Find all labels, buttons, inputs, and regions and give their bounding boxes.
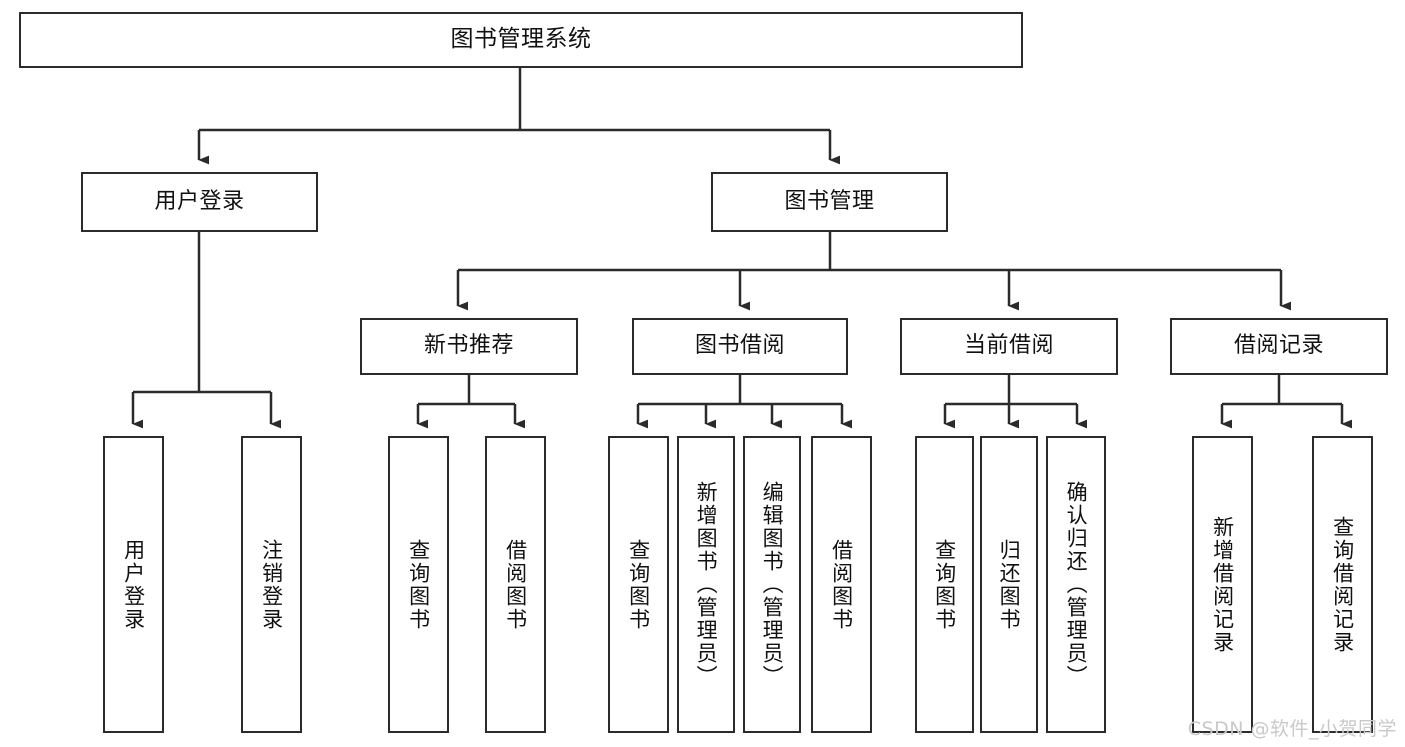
leaf-recommend-borrow-book[interactable]: 借阅图书 [485, 436, 546, 733]
node-label: 当前借阅 [963, 333, 1054, 359]
csdn-watermark: CSDN @软件_小贺同学 [1187, 718, 1397, 740]
leaf-borrow-query-book[interactable]: 查询图书 [608, 436, 669, 733]
leaf-current-confirm-return-admin[interactable]: 确认归还（管理员） [1046, 436, 1106, 733]
leaf-current-return-book[interactable]: 归还图书 [980, 436, 1038, 733]
node-book-borrow[interactable]: 图书借阅 [632, 318, 848, 375]
node-label: 用户登录 [121, 538, 146, 631]
node-label: 归还图书 [997, 538, 1022, 631]
node-borrow-record[interactable]: 借阅记录 [1170, 318, 1388, 375]
node-user-login[interactable]: 用户登录 [81, 172, 318, 232]
leaf-user-login-signout[interactable]: 注销登录 [241, 436, 302, 733]
node-label: 图书管理系统 [450, 26, 592, 53]
node-book-management[interactable]: 图书管理 [711, 172, 948, 232]
node-label: 新增图书（管理员） [694, 481, 719, 688]
leaf-borrow-borrow-book[interactable]: 借阅图书 [811, 436, 872, 733]
node-label: 查询借阅记录 [1330, 515, 1355, 654]
node-current-borrow[interactable]: 当前借阅 [900, 318, 1118, 375]
node-label: 查询图书 [406, 538, 431, 631]
node-label: 借阅图书 [829, 538, 854, 631]
node-label: 用户登录 [154, 188, 245, 214]
leaf-borrow-edit-book-admin[interactable]: 编辑图书（管理员） [743, 436, 801, 733]
node-label: 注销登录 [259, 538, 284, 631]
leaf-record-query-record[interactable]: 查询借阅记录 [1312, 436, 1373, 733]
node-label: 编辑图书（管理员） [760, 481, 785, 688]
node-root-system[interactable]: 图书管理系统 [19, 12, 1023, 68]
leaf-recommend-query-book[interactable]: 查询图书 [388, 436, 449, 733]
leaf-user-login-signin[interactable]: 用户登录 [103, 436, 164, 733]
leaf-record-add-record[interactable]: 新增借阅记录 [1192, 436, 1253, 733]
node-label: 新书推荐 [423, 333, 514, 359]
node-label: 查询图书 [932, 538, 957, 631]
leaf-current-query-book[interactable]: 查询图书 [915, 436, 974, 733]
leaf-borrow-add-book-admin[interactable]: 新增图书（管理员） [677, 436, 735, 733]
node-label: 借阅记录 [1233, 333, 1324, 359]
node-label: 确认归还（管理员） [1064, 481, 1089, 688]
node-label: 图书管理 [784, 188, 875, 214]
node-label: 图书借阅 [694, 333, 785, 359]
node-new-book-recommend[interactable]: 新书推荐 [360, 318, 578, 375]
node-label: 查询图书 [626, 538, 651, 631]
node-label: 借阅图书 [503, 538, 528, 631]
node-label: 新增借阅记录 [1210, 515, 1235, 654]
